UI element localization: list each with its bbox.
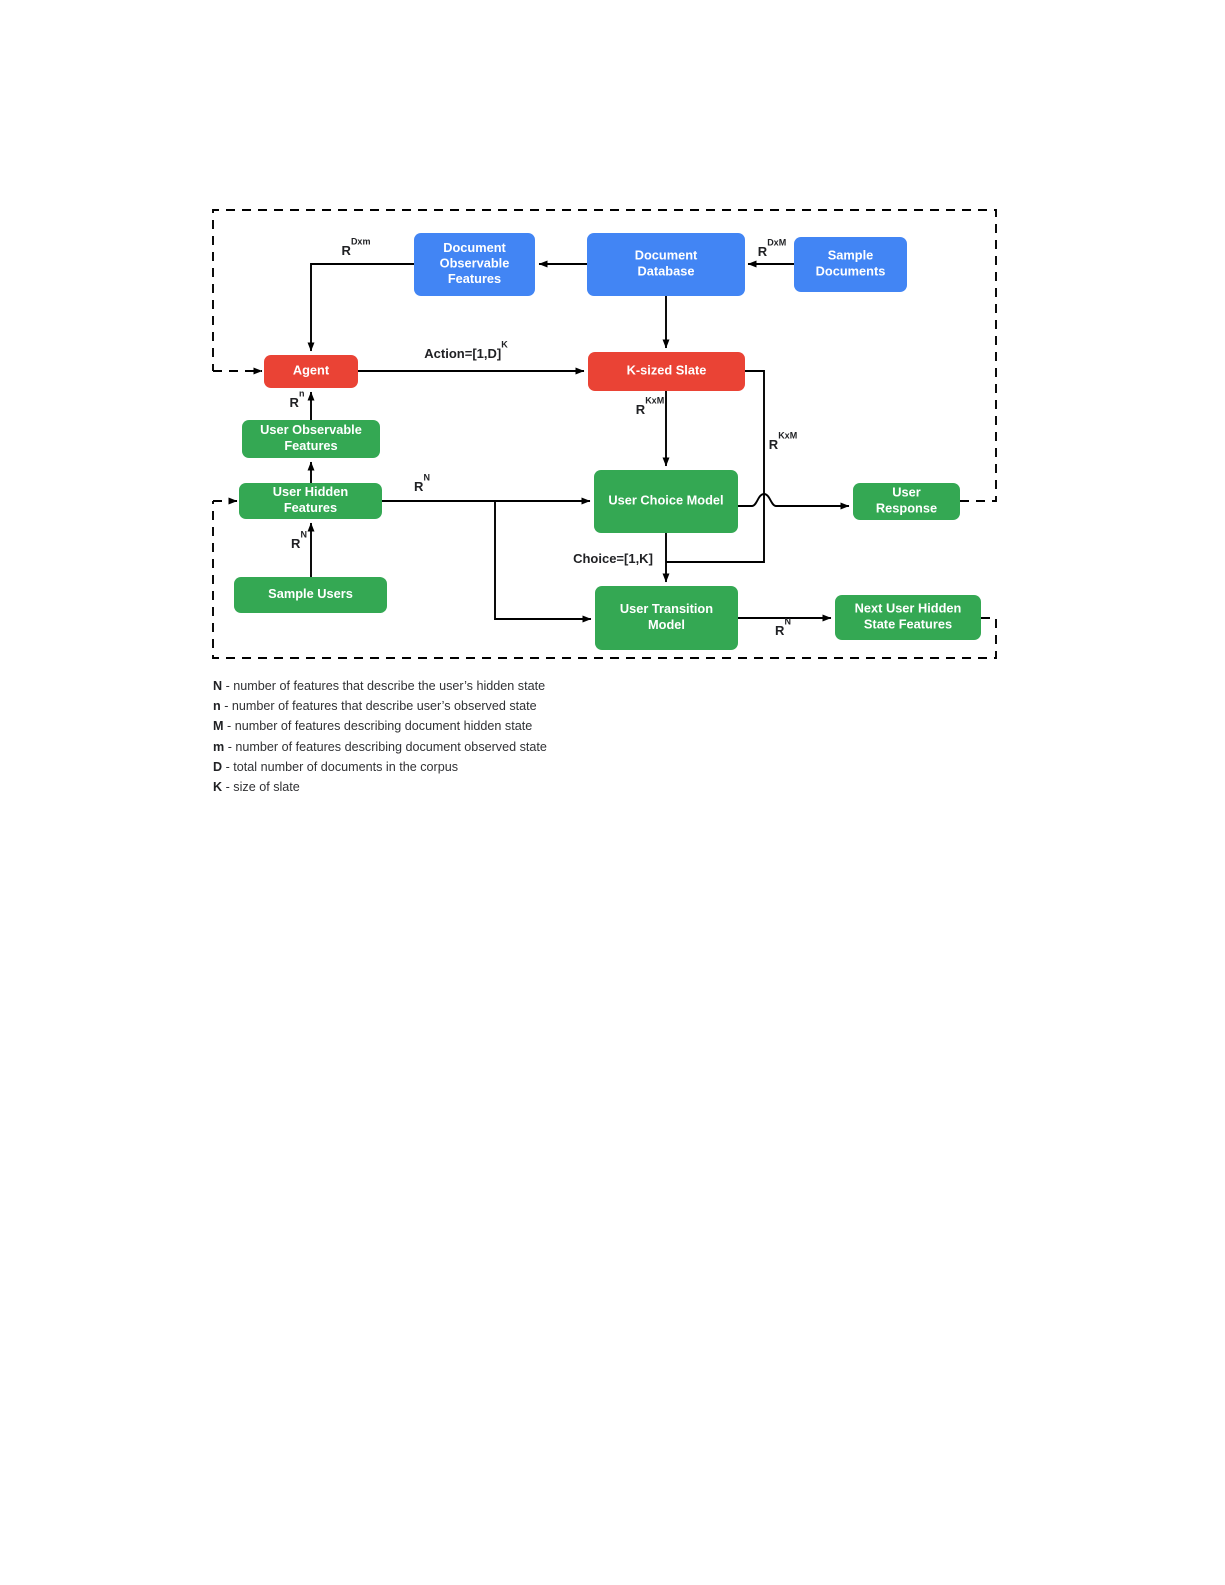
legend-symbol: N <box>213 679 223 693</box>
node-label-agent: Agent <box>293 363 330 378</box>
node-box-document-observable-features <box>414 233 535 296</box>
edge-user-choice-model-to-user-response <box>738 493 850 510</box>
dashed-user-feedback-loop <box>212 497 997 659</box>
node-box-k-sized-slate <box>588 352 745 391</box>
legend-item-K: K - size of slate <box>213 777 913 797</box>
label-r-dxm-upper: RDxM <box>758 238 786 260</box>
legend-item-m: m - number of features describing docume… <box>213 737 913 757</box>
edge-k-sized-slate-to-user-transition-model <box>666 370 765 563</box>
dashed-agent-feedback-loop <box>212 209 997 502</box>
node-box-sample-documents <box>794 237 907 292</box>
label-r-dxm-lower: RDxm <box>342 237 371 259</box>
node-box-user-hidden-features <box>239 483 382 519</box>
node-k-sized-slate[interactable]: K-sized Slate <box>588 352 745 391</box>
node-box-user-transition-model <box>595 586 738 650</box>
label-r-kxm-vert: RKxM <box>636 396 664 418</box>
legend-symbol: n <box>213 699 221 714</box>
node-box-user-observable-features <box>242 420 380 458</box>
legend-symbol: K <box>213 780 223 795</box>
legend-symbol: M <box>213 719 224 734</box>
legend-item-D: D - total number of documents in the cor… <box>213 757 913 777</box>
node-box-next-user-hidden-state-features <box>835 595 981 640</box>
node-box-user-response <box>853 483 960 520</box>
node-user-choice-model[interactable]: User Choice Model <box>594 470 738 533</box>
legend-item-N: N - number of features that describe the… <box>213 676 913 696</box>
legend: N - number of features that describe the… <box>213 676 913 797</box>
edge-user-hidden-features-to-user-transition-model <box>494 501 592 623</box>
node-box-agent <box>264 355 358 388</box>
label-choice: Choice=[1,K] <box>573 551 653 566</box>
edge-document-observable-features-to-agent <box>307 263 414 352</box>
node-box-document-database <box>587 233 745 296</box>
label-r-n-sample: RN <box>291 530 307 552</box>
legend-symbol: m <box>213 739 225 754</box>
node-label-user-choice-model: User Choice Model <box>608 493 723 508</box>
label-r-n-lower: Rn <box>290 389 305 411</box>
legend-text: - size of slate <box>222 780 300 795</box>
label-action: Action=[1,D]K <box>424 340 508 362</box>
node-box-user-choice-model <box>594 470 738 533</box>
legend-symbol: D <box>213 759 223 774</box>
legend-text: - number of features that describe the u… <box>222 679 546 693</box>
label-r-kxm-right: RKxM <box>769 431 797 453</box>
label-r-n-hidden: RN <box>414 473 430 495</box>
legend-text: - number of features describing document… <box>224 739 547 754</box>
legend-text: - number of features that describe user’… <box>220 699 537 714</box>
label-r-n-next: RN <box>775 617 791 639</box>
legend-text: - total number of documents in the corpu… <box>222 759 459 774</box>
legend-item-M: M - number of features describing docume… <box>213 716 913 736</box>
node-sample-users[interactable]: Sample Users <box>234 577 387 613</box>
edge-labels-layer: RDxmRDxMAction=[1,D]KRnRKxMRKxMRNRNChoic… <box>290 237 798 639</box>
node-box-sample-users <box>234 577 387 613</box>
node-label-k-sized-slate: K-sized Slate <box>627 363 707 378</box>
node-label-sample-users: Sample Users <box>268 586 353 601</box>
legend-text: - number of features describing document… <box>223 719 533 734</box>
node-agent[interactable]: Agent <box>264 355 358 388</box>
legend-item-n: n - number of features that describe use… <box>213 696 913 716</box>
